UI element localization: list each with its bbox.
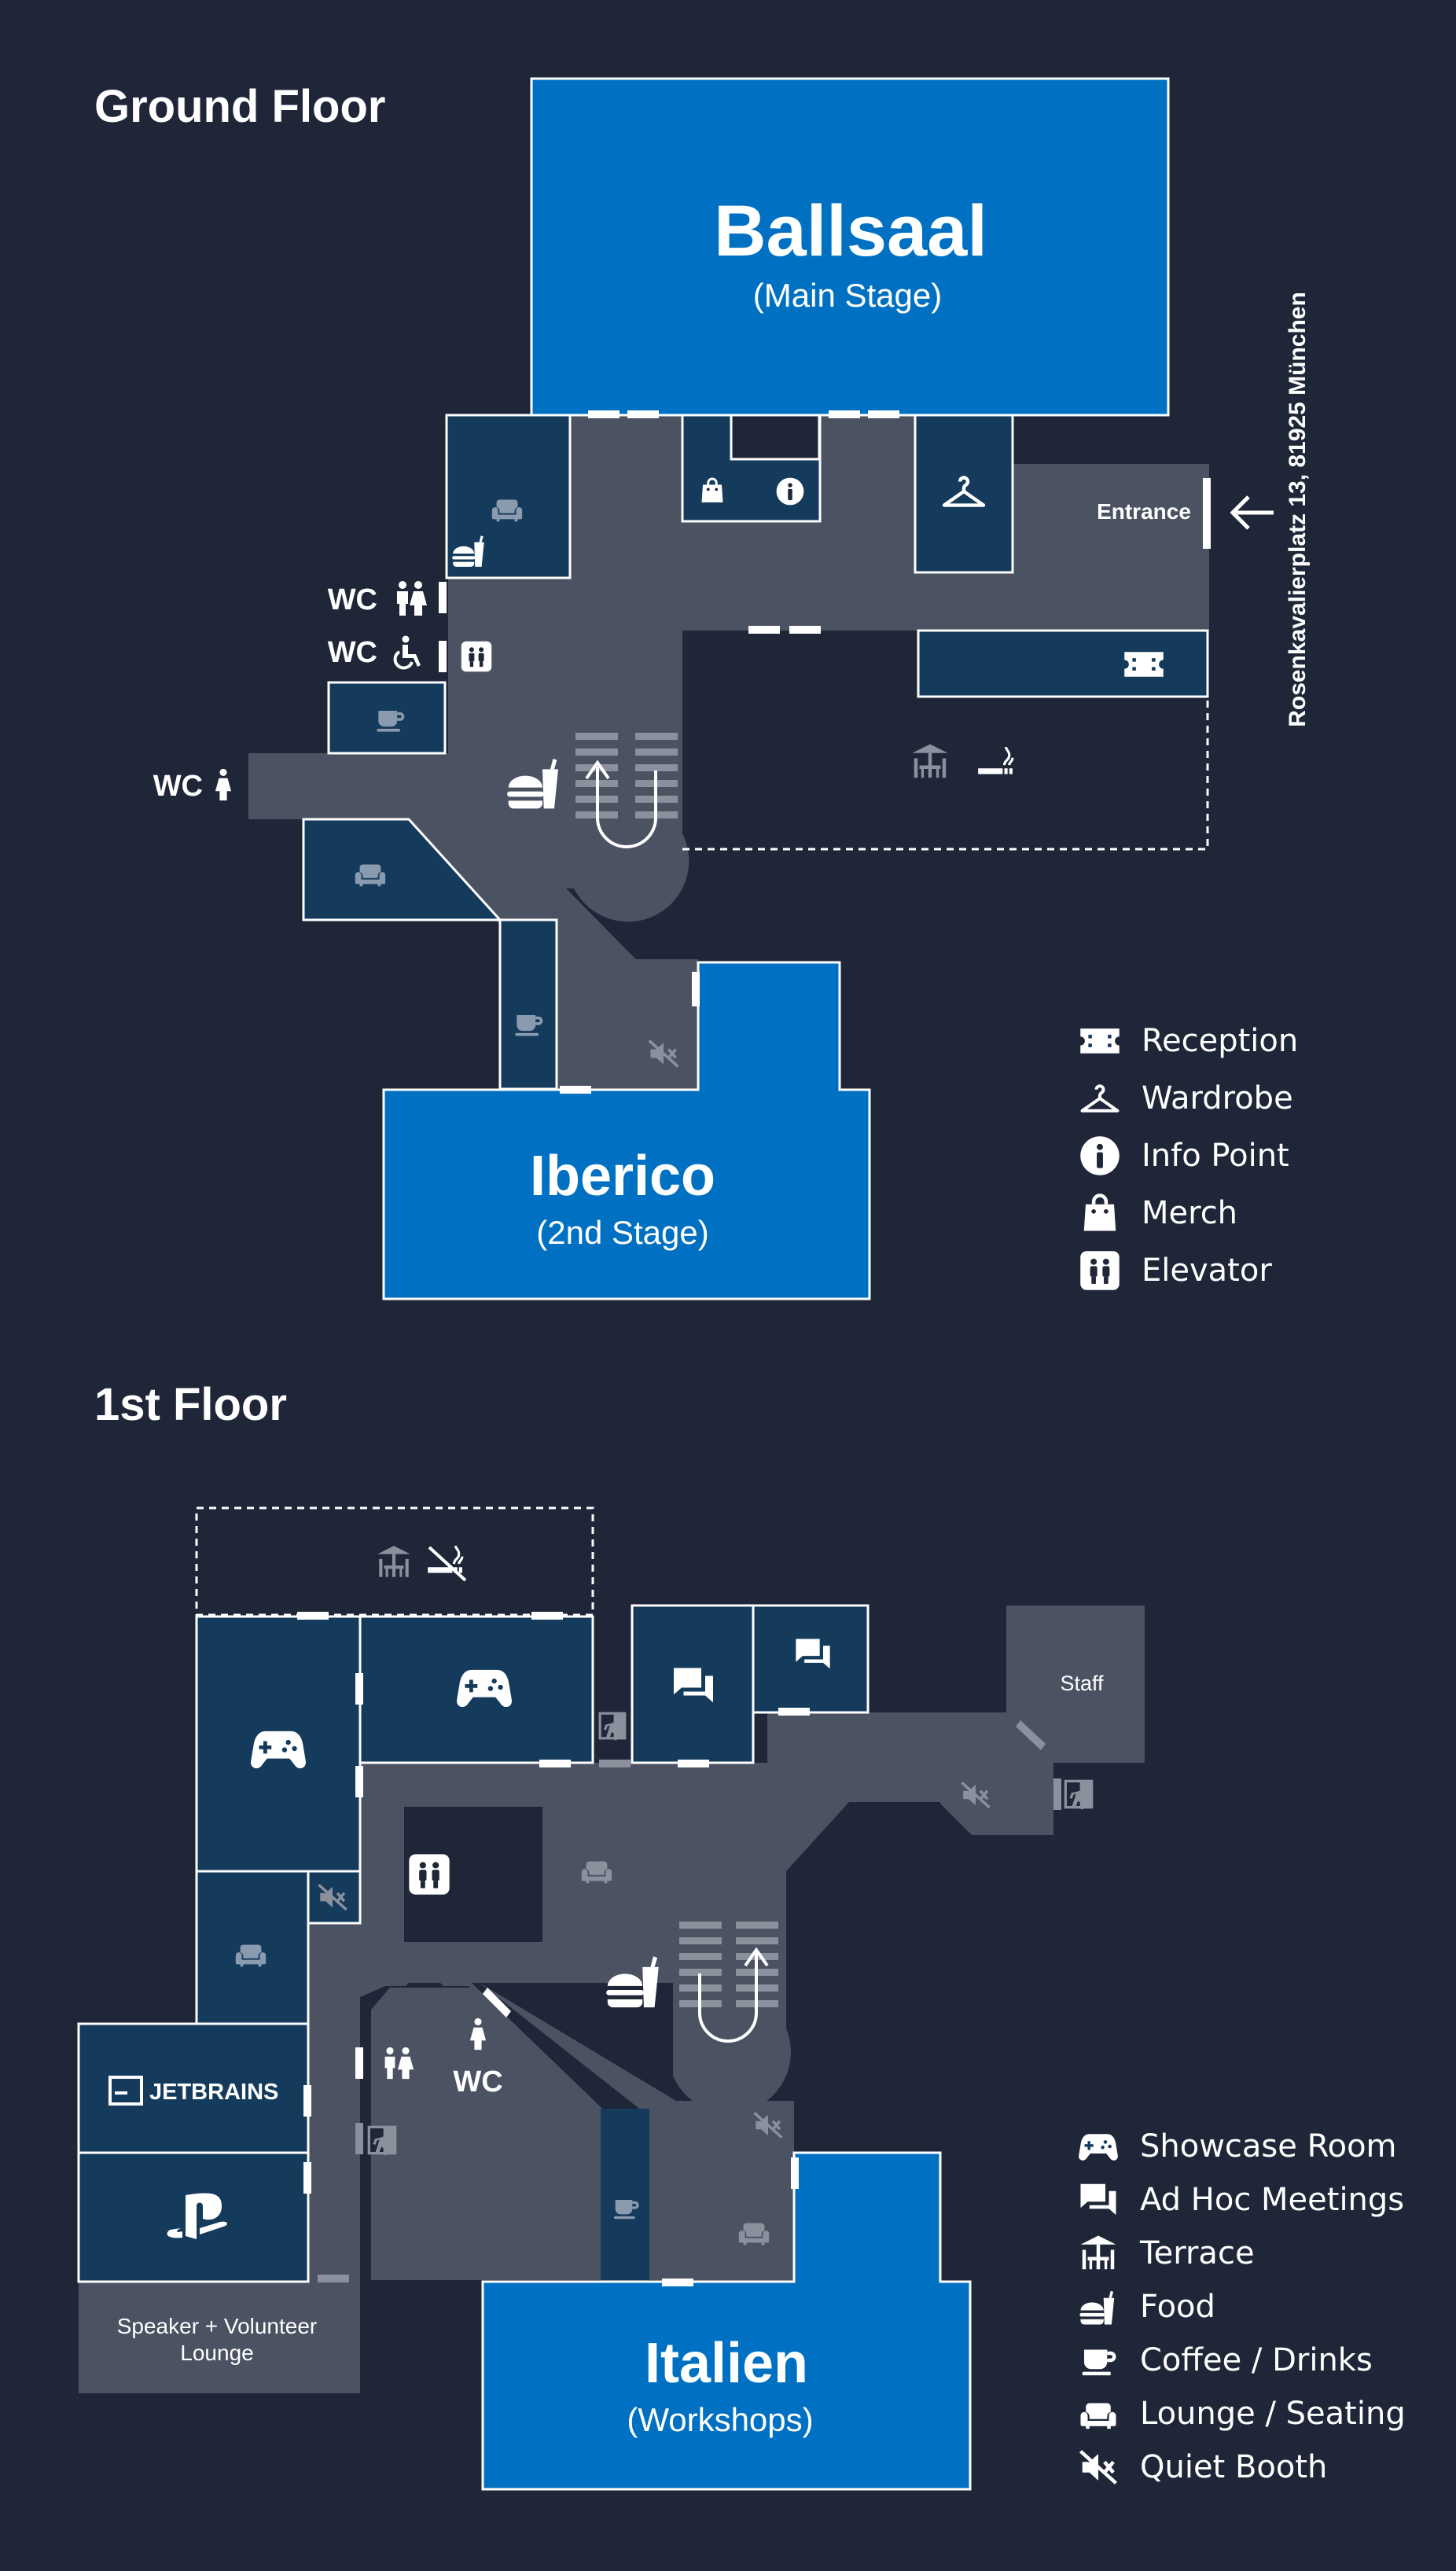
- jetbrains-logo: [108, 2076, 143, 2106]
- legend-item: Terrace: [1077, 2227, 1406, 2280]
- wc-label: WC: [153, 770, 203, 803]
- ground-doors: [439, 410, 1211, 1094]
- terrace-icon: [1077, 2232, 1120, 2275]
- legend-item: Quiet Booth: [1077, 2440, 1406, 2494]
- legend-label: Reception: [1142, 1022, 1299, 1059]
- bag-icon: [1079, 1192, 1121, 1234]
- woman-icon: [410, 581, 427, 616]
- sofa-icon: [235, 1944, 267, 1967]
- terrace-icon: [912, 744, 948, 778]
- lounge-label-line2: Lounge: [180, 2341, 253, 2365]
- smoke-icon: [976, 745, 1014, 776]
- coffee-icon: [1077, 2339, 1120, 2382]
- legend-item: Food: [1077, 2280, 1406, 2334]
- first-stairs: [679, 1922, 778, 2043]
- first-floor-title: 1st Floor: [94, 1379, 287, 1430]
- legend-label: Ad Hoc Meetings: [1140, 2182, 1405, 2218]
- first-rooms: [77, 1604, 870, 2283]
- ground-icons: [215, 477, 1274, 1068]
- legend-item: Elevator: [1079, 1241, 1298, 1299]
- legend-label: Wardrobe: [1142, 1080, 1293, 1116]
- gamepad-icon: [1077, 2125, 1120, 2168]
- legend-label: Info Point: [1142, 1137, 1289, 1174]
- elevator-icon: [409, 1854, 450, 1895]
- legend-label: Showcase Room: [1140, 2128, 1397, 2165]
- food-icon: [1077, 2286, 1120, 2328]
- elevator-icon: [1079, 1249, 1121, 1292]
- first-floor: 1st Floor Italien (Workshops) Staff Spea…: [77, 1379, 1145, 2491]
- wheelchair-icon: [395, 636, 421, 668]
- legend-item: Merch: [1079, 1184, 1298, 1241]
- info-icon: [1079, 1135, 1121, 1177]
- no-smoking-slash-icon: [428, 1546, 467, 1582]
- lounge-label-line1: Speaker + Volunteer: [117, 2314, 318, 2338]
- legend-item: Lounge / Seating: [1077, 2387, 1406, 2440]
- address-label: Rosenkavalierplatz 13, 81925 München: [1285, 292, 1311, 727]
- ground-floor: Ground Floor Ballsaal (Main Stage) Iberi…: [94, 77, 1311, 1300]
- playstation-logo: [167, 2193, 227, 2239]
- iberico-sub: (2nd Stage): [536, 1214, 708, 1251]
- ballsaal-label: Ballsaal: [714, 191, 987, 271]
- exit-icon: [367, 2125, 397, 2156]
- first-doors: [297, 1612, 810, 2286]
- man-icon: [397, 581, 408, 616]
- exit-icon: [1064, 1779, 1094, 1810]
- chat-icon: [1077, 2179, 1120, 2221]
- ticket-icon: [1124, 652, 1164, 677]
- ballsaal-room[interactable]: [530, 77, 1170, 417]
- legend-item: Info Point: [1079, 1127, 1298, 1184]
- legend-item: Reception: [1079, 1012, 1298, 1069]
- legend-item: Ad Hoc Meetings: [1077, 2173, 1406, 2227]
- wc-label: WC: [453, 2065, 502, 2098]
- legend-item: Showcase Room: [1077, 2120, 1406, 2173]
- ground-stairs: [575, 733, 678, 848]
- legend-label: Coffee / Drinks: [1140, 2342, 1373, 2378]
- legend-label: Merch: [1142, 1194, 1238, 1231]
- wc-label: WC: [328, 583, 377, 616]
- iberico-room[interactable]: [382, 961, 871, 1300]
- legend-item: Coffee / Drinks: [1077, 2334, 1406, 2387]
- legend-label: Lounge / Seating: [1140, 2396, 1406, 2432]
- elevator-icon: [461, 641, 492, 672]
- first-grey-doors: [318, 1720, 1061, 2282]
- iberico-label: Iberico: [530, 1145, 715, 1208]
- sofa-icon: [1077, 2393, 1120, 2435]
- staff-room-label: Staff: [1060, 1672, 1104, 1695]
- entrance-label: Entrance: [1097, 499, 1191, 524]
- woman-icon: [215, 768, 232, 801]
- first-icons: [108, 1544, 1094, 2245]
- arrow-left-icon: [1230, 495, 1274, 530]
- exit-icon: [598, 1712, 627, 1741]
- italien-label: Italien: [645, 2332, 808, 2395]
- legend-label: Quiet Booth: [1140, 2449, 1328, 2485]
- terrace-icon: [377, 1546, 410, 1577]
- hanger-icon: [1079, 1077, 1121, 1120]
- ground-floor-title: Ground Floor: [94, 81, 386, 132]
- ground-rooms: [302, 414, 1209, 1091]
- ballsaal-sub: (Main Stage): [753, 277, 942, 314]
- legend-item: Wardrobe: [1079, 1069, 1298, 1127]
- sofa-icon: [355, 864, 386, 887]
- info-icon: [776, 477, 804, 506]
- legend-label: Terrace: [1140, 2235, 1255, 2271]
- legend-label: Food: [1140, 2289, 1215, 2325]
- wc-label: WC: [328, 636, 377, 669]
- ticket-icon: [1079, 1020, 1121, 1062]
- mute-icon: [1077, 2446, 1120, 2488]
- jetbrains-label: JETBRAINS: [149, 2080, 278, 2105]
- legend-label: Elevator: [1142, 1252, 1272, 1289]
- italien-sub: (Workshops): [627, 2401, 813, 2438]
